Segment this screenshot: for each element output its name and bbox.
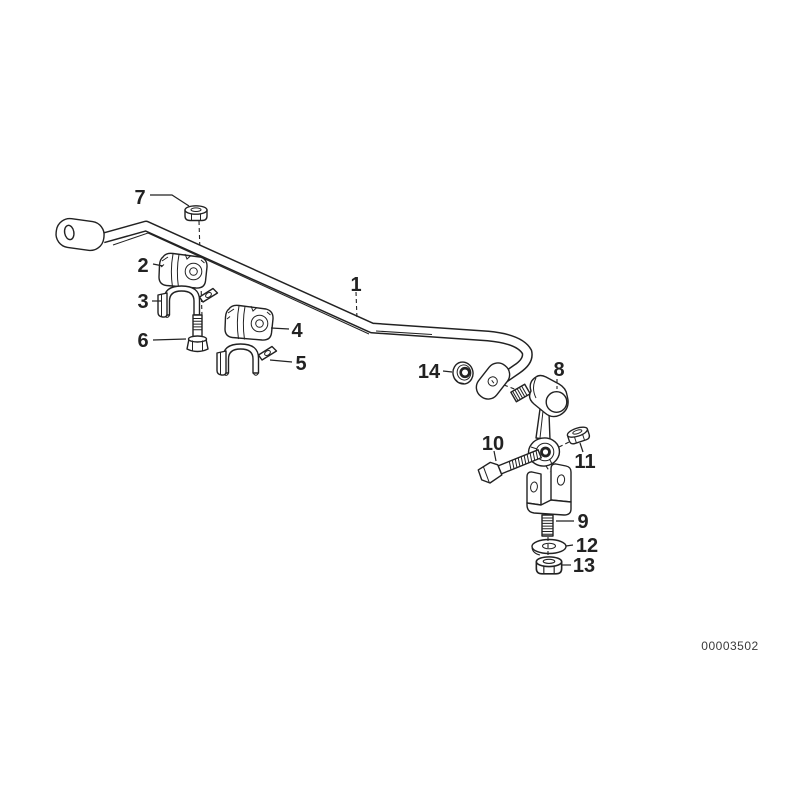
callout-labels: 1 2 3 4 5 6 7 8 9 10 11 12 13 14 — [134, 187, 598, 577]
doc-number: 00003502 — [701, 639, 758, 653]
leader-lines — [150, 194, 584, 566]
bar-end-eye — [55, 217, 105, 252]
tab-to-stud-axis — [503, 384, 518, 391]
bolt-6 — [186, 314, 209, 353]
hex-nut-11 — [565, 424, 592, 446]
callout-9: 9 — [577, 511, 588, 533]
rubber-bushing-4 — [224, 304, 274, 341]
hex-nut-7 — [184, 205, 208, 222]
callout-7: 7 — [134, 187, 145, 209]
clevis-bracket-9 — [526, 463, 572, 537]
callout-11: 11 — [574, 451, 595, 473]
clamp-bracket-5 — [216, 343, 278, 377]
flange-nut-14 — [452, 361, 474, 385]
callout-8: 8 — [553, 359, 564, 381]
link-to-clevis-axis — [545, 465, 551, 473]
callout-2: 2 — [137, 255, 148, 277]
callout-10: 10 — [482, 433, 504, 455]
rubber-bushing-2 — [158, 252, 208, 289]
callout-5: 5 — [295, 353, 306, 375]
callout-14: 14 — [418, 361, 441, 383]
clamp-bracket-3 — [157, 285, 219, 319]
callout-12: 12 — [576, 535, 598, 557]
bolt-10 — [477, 449, 542, 484]
bolt-to-nut-axis — [558, 440, 572, 448]
hex-nut-13 — [535, 556, 563, 575]
stabilizer-bar — [101, 220, 533, 383]
callout-6: 6 — [137, 330, 148, 352]
callout-4: 4 — [291, 320, 303, 342]
callout-13: 13 — [573, 555, 595, 577]
callout-1: 1 — [350, 274, 361, 296]
callout-3: 3 — [137, 291, 148, 313]
stabilizer-link-8 — [510, 374, 569, 467]
washer-12 — [531, 538, 567, 556]
bar-end-tab — [475, 362, 511, 400]
